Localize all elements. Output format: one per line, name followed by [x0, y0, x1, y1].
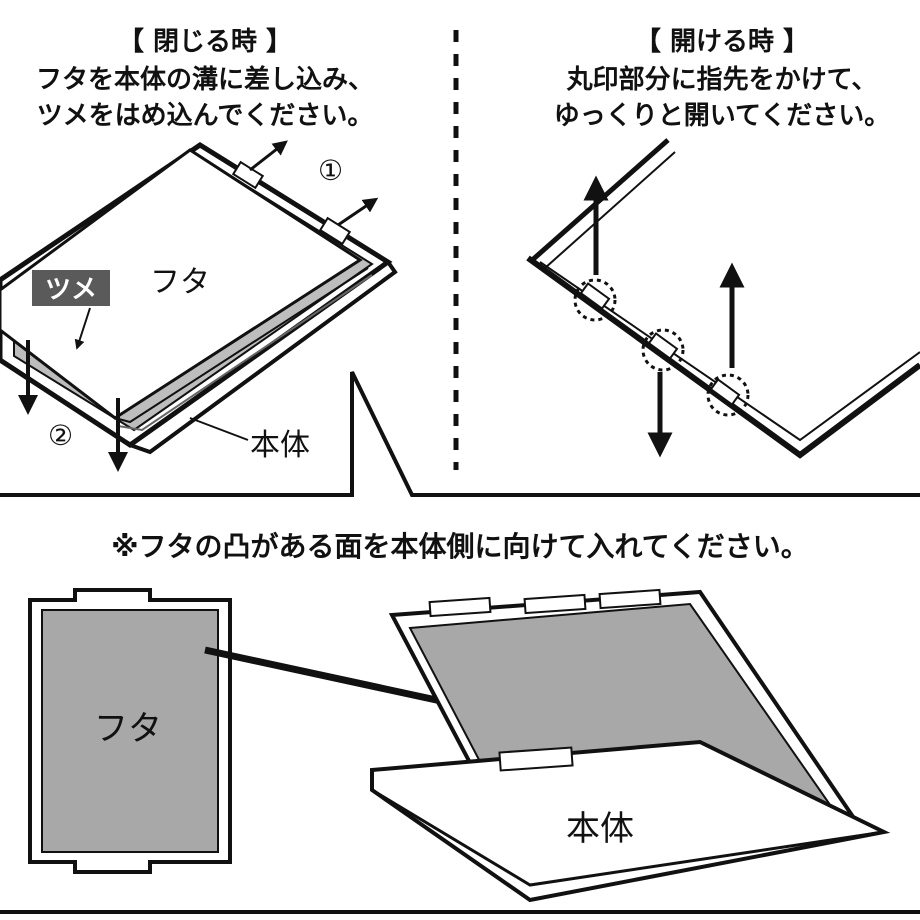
open-instruction-line1: 丸印部分に指先をかけて、 — [566, 65, 878, 95]
open-instruction-line2: ゆっくりと開いてください。 — [554, 101, 890, 131]
bottom-section: ※フタの凸がある面を本体側に向けて入れてください。 フタ 本体 — [28, 530, 891, 903]
step2-marker: ② — [48, 419, 73, 452]
step2-arrows: ② — [18, 340, 128, 472]
close-instruction-line2: ツメをはめ込んでください。 — [37, 101, 374, 131]
orientation-note: ※フタの凸がある面を本体側に向けて入れてください。 — [111, 530, 809, 563]
standalone-lid: フタ — [28, 588, 232, 874]
open-case-bottom: 本体 — [370, 588, 891, 903]
step1-marker: ① — [318, 154, 343, 187]
close-lid-label: フタ — [150, 265, 210, 300]
open-section: 【 開ける時 】 丸印部分に指先をかけて、 ゆっくりと開いてください。 — [526, 27, 920, 459]
bottom-lid-label: フタ — [94, 709, 162, 749]
close-body-label: 本体 — [250, 428, 310, 463]
open-title: 【 開ける時 】 — [635, 27, 809, 57]
open-arrows — [583, 175, 745, 458]
callout-frame — [0, 371, 920, 497]
finger-grip-markers — [573, 278, 750, 417]
claw-badge: ツメ — [32, 270, 110, 350]
bottom-body-label: 本体 — [566, 809, 634, 849]
open-case-illustration — [526, 138, 920, 459]
body-leader-line — [189, 417, 249, 441]
close-instruction-line1: フタを本体の溝に差し込み、 — [36, 64, 374, 95]
close-title: 【 閉じる時 】 — [118, 27, 292, 57]
close-section: 【 閉じる時 】 フタを本体の溝に差し込み、 ツメをはめ込んでください。 フタ — [0, 27, 398, 472]
claw-label: ツメ — [45, 275, 97, 305]
step1-arrows: ① — [249, 140, 379, 227]
